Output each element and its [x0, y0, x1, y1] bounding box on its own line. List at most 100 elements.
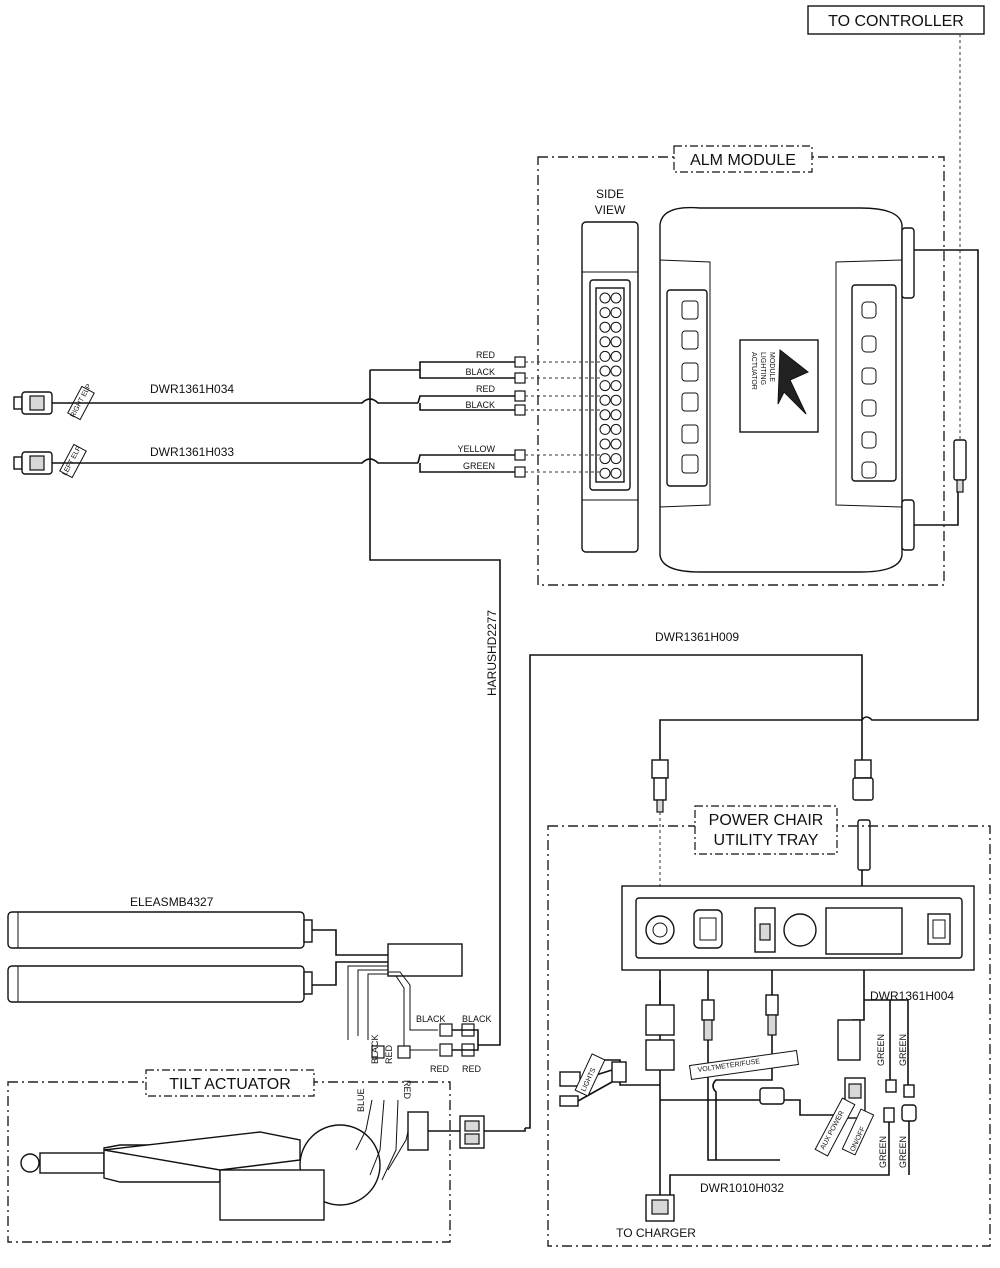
connector-pin: [599, 307, 611, 319]
tray-wire-green-1: GREEN: [876, 1034, 886, 1066]
connector-pin: [610, 467, 622, 479]
connector-pin: [610, 336, 622, 348]
connector-pin: [599, 467, 611, 479]
connector-pin: [599, 453, 611, 465]
on-off-tag: ON/OFF: [841, 1108, 875, 1156]
actuator-key-icon: [681, 362, 699, 382]
lighting-key-icon: [861, 367, 877, 385]
to-controller-box: TO CONTROLLER: [807, 5, 985, 35]
lighting-key-icon: [861, 461, 877, 479]
wire-terminal: [514, 372, 526, 384]
tilt-wire-black-2: BLACK: [462, 1014, 492, 1024]
wire-red-1: RED: [476, 350, 496, 360]
connector-pin: [599, 423, 611, 435]
connector-pin: [599, 350, 611, 362]
wire-terminal: [514, 404, 526, 416]
left-cable-label: DWR1361H033: [150, 445, 234, 459]
connector-pin: [599, 292, 611, 304]
module-label-line-3: MODULE: [768, 352, 775, 382]
tray-label-line-1: POWER CHAIR: [709, 812, 824, 829]
connector-pin: [610, 321, 622, 333]
wire-terminal: [514, 449, 526, 461]
actuator-assembly: [7, 911, 463, 1051]
connector-pin: [610, 380, 622, 392]
tilt-wire-terminal: [439, 1023, 453, 1037]
tray-wire-green-4: GREEN: [898, 1136, 908, 1168]
module-logo-icon: [777, 349, 809, 415]
connector-pin: [599, 321, 611, 333]
alm-to-tray-cable-label: DWR1361H009: [655, 630, 739, 644]
tilt-wire-red-4: RED: [402, 1080, 412, 1100]
wire-black-2: BLACK: [465, 400, 495, 410]
actuator-assembly-label: ELEASMB4327: [130, 895, 214, 909]
wire-terminal: [514, 390, 526, 402]
left-elp-connector: LEFT ELP: [13, 443, 87, 479]
wire-terminal: [514, 466, 526, 478]
module-label-line-1: ACTUATOR: [750, 352, 757, 390]
alm-module-body: ACTUATOR LIGHTING MODULE: [659, 206, 915, 573]
connector-pin: [610, 409, 622, 421]
wire-terminal: [514, 356, 526, 368]
voltmeter-fuse-tag: VOLTMETER/FUSE: [688, 1049, 800, 1081]
tilt-actuator: [20, 1099, 526, 1221]
tilt-wire-blue: BLUE: [356, 1088, 366, 1112]
tilt-wire-terminal: [397, 1045, 411, 1059]
lighting-key-icon: [861, 301, 877, 319]
connector-pin: [610, 292, 622, 304]
tray-label-line-2: UTILITY TRAY: [714, 832, 819, 849]
tray-wire-green-2: GREEN: [898, 1034, 908, 1066]
connector-pin: [599, 380, 611, 392]
tray-harness-label: DWR1361H004: [870, 989, 954, 1003]
tilt-wire-red-1: RED: [430, 1064, 450, 1074]
to-controller-label: TO CONTROLLER: [828, 13, 964, 30]
module-label-line-2: LIGHTING: [759, 352, 766, 385]
actuator-key-icon: [681, 424, 699, 444]
connector-pin: [610, 365, 622, 377]
wire-yellow: YELLOW: [457, 444, 495, 454]
right-elp-connector: RIGHT ELP: [13, 383, 95, 421]
wire-black-1: BLACK: [465, 367, 495, 377]
actuator-key-icon: [681, 454, 699, 474]
connector-pin: [599, 394, 611, 406]
connector-pin: [610, 307, 622, 319]
tilt-wire-red-3: RED: [384, 1044, 394, 1064]
actuator-key-icon: [681, 300, 699, 320]
tilt-wire-red-2: RED: [462, 1064, 482, 1074]
wire-red-2: RED: [476, 384, 496, 394]
tilt-wire-black-1: BLACK: [416, 1014, 446, 1024]
lighting-key-icon: [861, 431, 877, 449]
tray-wire-green-3: GREEN: [878, 1136, 888, 1168]
side-view-label-1: SIDE: [596, 187, 624, 201]
connector-pin: [610, 423, 622, 435]
tilt-wire-terminal: [371, 1045, 385, 1059]
tilt-actuator-label: TILT ACTUATOR: [169, 1076, 291, 1093]
alm-module-label: ALM MODULE: [690, 152, 796, 169]
connector-pin: [599, 365, 611, 377]
connector-pin: [610, 394, 622, 406]
charger-port-icon: [645, 915, 675, 945]
connector-pin: [599, 336, 611, 348]
connector-pin: [599, 438, 611, 450]
power-outlet-icon: [927, 913, 951, 945]
connector-pin: [610, 453, 622, 465]
lighting-key-icon: [861, 335, 877, 353]
utility-tray-panel: [621, 885, 975, 971]
alm-side-view: [581, 221, 639, 553]
voltmeter-icon: [783, 913, 817, 947]
tilt-wire-black-3: BLACK: [370, 1034, 380, 1064]
aux-port-icon: [693, 909, 723, 949]
harness-label: HARUSHD2277: [485, 610, 499, 696]
side-view-label-2: VIEW: [595, 203, 626, 217]
to-charger-label: TO CHARGER: [616, 1226, 696, 1240]
right-cable-label: DWR1361H034: [150, 382, 234, 396]
connector-pin: [610, 350, 622, 362]
wire-green: GREEN: [463, 461, 495, 471]
connector-pin: [599, 409, 611, 421]
lighting-key-icon: [861, 399, 877, 417]
connector-pin: [610, 438, 622, 450]
actuator-key-icon: [681, 392, 699, 412]
charger-harness-label: DWR1010H032: [700, 1181, 784, 1195]
tilt-wire-terminal: [439, 1043, 453, 1057]
actuator-key-icon: [681, 330, 699, 350]
